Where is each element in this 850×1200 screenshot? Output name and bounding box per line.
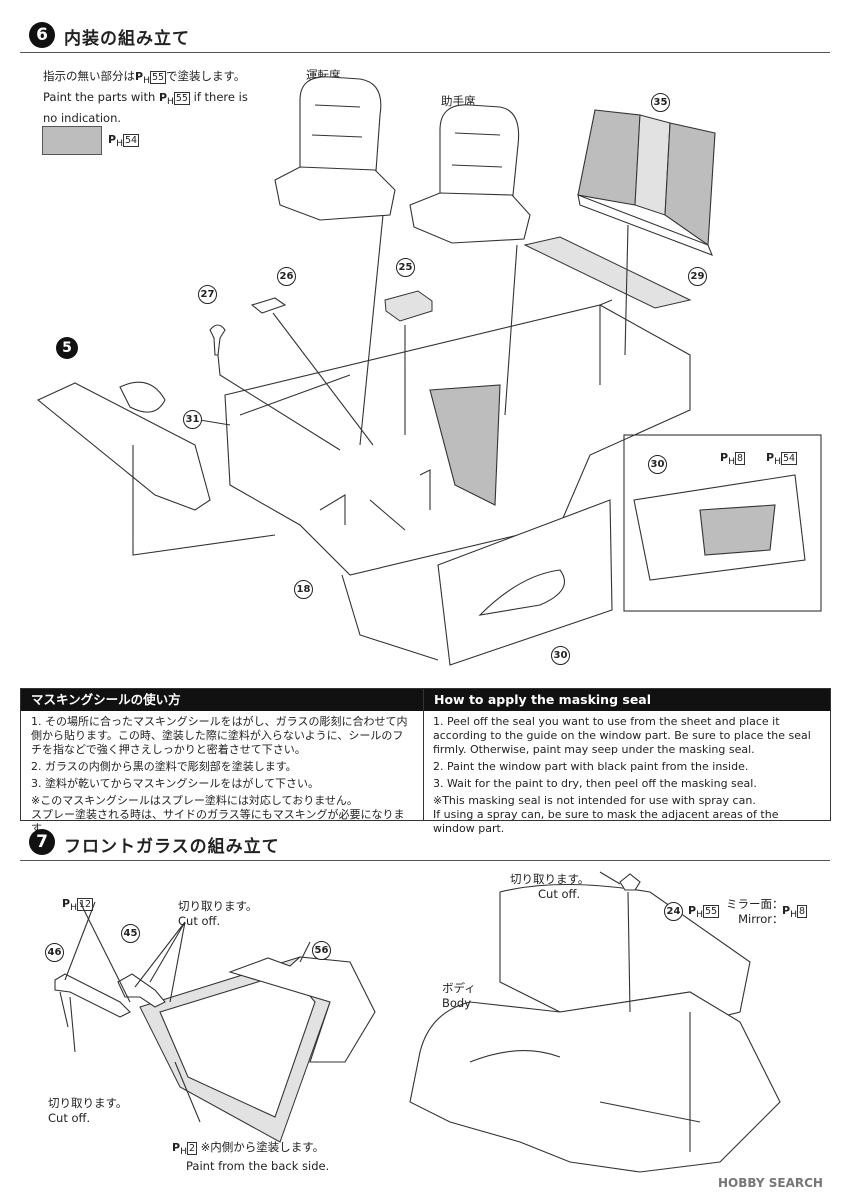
step-7-rule xyxy=(20,860,830,861)
windshield-glass-drawing xyxy=(139,956,376,1143)
step-6-rule xyxy=(20,52,830,53)
back-jp: ※内側から塗装します。 xyxy=(200,1140,325,1154)
masking-en-note: ※This masking seal is not intended for u… xyxy=(433,794,779,835)
paint-swatch-gray xyxy=(42,126,102,155)
part-45-marker: 45 xyxy=(121,924,140,943)
step-7-title: フロントガラスの組み立て xyxy=(64,837,280,857)
part-24-marker: 24 xyxy=(664,902,683,921)
shift-knob-drawing xyxy=(209,324,226,356)
part-29-marker: 29 xyxy=(688,267,707,286)
masking-en-title: How to apply the masking seal xyxy=(424,689,830,711)
masking-jp-step-1: 1. その場所に合ったマスキングシールをはがし、ガラスの彫刻に合わせて内側から貼… xyxy=(31,715,408,756)
part-27-marker: 27 xyxy=(198,285,217,304)
masking-divider xyxy=(423,689,424,820)
masking-en-step-2: 2. Paint the window part with black pain… xyxy=(433,760,749,773)
mirror-jp: ミラー面： xyxy=(726,897,784,911)
left-cut-en: Cut off. xyxy=(48,1111,91,1125)
masking-en-list: 1. Peel off the seal you want to use fro… xyxy=(433,715,823,839)
masking-jp-step-2: 2. ガラスの内側から黒の塗料で彫刻部を塗装します。 xyxy=(31,760,297,773)
masking-en-step-1: 1. Peel off the seal you want to use fro… xyxy=(433,715,811,756)
masking-seal-box: マスキングシールの使い方 How to apply the masking se… xyxy=(20,688,831,835)
interior-assembly-diagram xyxy=(36,76,822,666)
part-30-marker: 30 xyxy=(551,646,570,665)
cut-en: Cut off. xyxy=(178,914,221,928)
step-7-badge: 7 xyxy=(29,829,55,855)
windshield-assembly-diagram xyxy=(54,871,781,1173)
mirror-en: Mirror： xyxy=(738,912,784,926)
door-panel-drawing xyxy=(437,499,613,666)
rear-seat-drawing xyxy=(577,109,716,256)
cut-jp: 切り取ります。 xyxy=(178,899,258,913)
note-en-a: Paint the parts with xyxy=(43,90,156,105)
masking-jp-step-3: 3. 塗料が乾いてからマスキングシールをはがして下さい。 xyxy=(31,777,319,790)
cut-off-label-left: 切り取ります。Cut off. xyxy=(48,1096,127,1126)
part-25-marker: 25 xyxy=(396,258,415,277)
part-56-marker: 56 xyxy=(312,941,331,960)
left-cut-jp: 切り取ります。 xyxy=(48,1096,128,1110)
watermark: HOBBY SEARCH xyxy=(718,1176,823,1190)
note-en-b: if there is xyxy=(193,90,248,105)
part-30-inset-marker: 30 xyxy=(648,455,667,474)
part-31-marker: 31 xyxy=(183,410,202,429)
note-en-c: no indication. xyxy=(43,111,122,126)
part-24-drawing xyxy=(619,873,641,891)
note-jp-a: 指示の無い部分は xyxy=(43,69,135,83)
body-jp: ボディ xyxy=(442,981,476,995)
masking-jp-title: マスキングシールの使い方 xyxy=(21,689,424,711)
note-jp-b: で塗装します。 xyxy=(166,69,246,83)
passenger-seat-drawing xyxy=(409,104,531,244)
masking-en-step-3: 3. Wait for the paint to dry, then peel … xyxy=(433,777,757,790)
part-26-drawing xyxy=(250,297,287,314)
driver-seat-drawing xyxy=(274,76,396,221)
step-6-title: 内装の組み立て xyxy=(64,29,190,49)
part-46-drawing xyxy=(54,973,131,1018)
car-body-drawing xyxy=(409,883,781,1173)
masking-jp-list: 1. その場所に合ったマスキングシールをはがし、ガラスの彫刻に合わせて内側から貼… xyxy=(31,715,411,839)
part-35-marker: 35 xyxy=(651,93,670,112)
rear-seat-base-drawing xyxy=(523,236,692,309)
part-26-marker: 26 xyxy=(277,267,296,286)
armrest-drawing xyxy=(384,290,433,322)
masking-jp-note: ※このマスキングシールはスプレー塗料には対応しておりません。スプレー塗装される時… xyxy=(31,794,405,835)
top-cut-en: Cut off. xyxy=(538,887,581,901)
top-cut-jp: 切り取ります。 xyxy=(510,872,590,886)
dashboard-drawing xyxy=(36,382,211,511)
body-en: Body xyxy=(442,996,472,1010)
step-6-badge: 6 xyxy=(29,22,55,48)
assembly-5-ref: 5 xyxy=(56,337,78,359)
mirror-face-label: ミラー面：Mirror： xyxy=(726,897,784,927)
part-18-marker: 18 xyxy=(294,580,313,599)
back-en: Paint from the back side. xyxy=(186,1159,330,1174)
part-46-marker: 46 xyxy=(45,943,64,962)
cut-off-label-top: 切り取ります。Cut off. xyxy=(178,899,257,929)
cut-off-label-right: 切り取ります。Cut off. xyxy=(510,872,589,902)
